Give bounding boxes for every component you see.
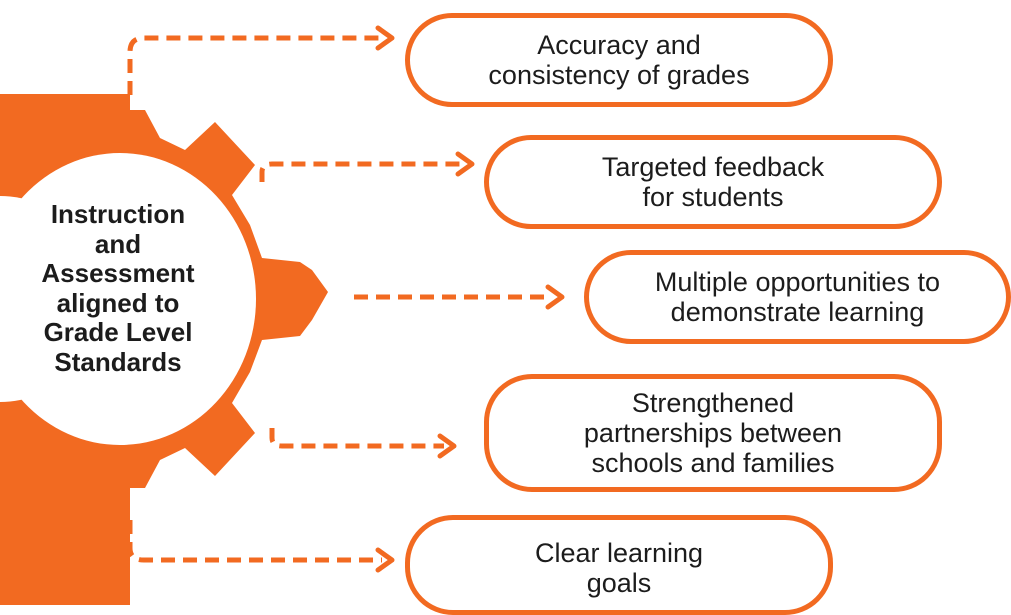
outcome-text: Targeted feedback xyxy=(601,152,825,182)
connector-1 xyxy=(127,35,382,95)
outcome-text: partnerships between xyxy=(583,418,843,448)
arrowhead-5 xyxy=(375,547,395,573)
center-label-line: Standards xyxy=(54,346,182,377)
outcome-text: Strengthened xyxy=(631,388,795,418)
center-label: Instruction and Assessment aligned to Gr… xyxy=(0,199,236,377)
gear-hub-disc xyxy=(0,153,256,445)
center-label-line: Instruction xyxy=(50,199,186,229)
outcome-pill-feedback: Targeted feedback for students xyxy=(484,135,942,229)
outcome-text: for students xyxy=(642,182,784,212)
outcome-pill-accuracy: Accuracy and consistency of grades xyxy=(405,13,833,107)
outcome-text: goals xyxy=(586,568,652,598)
arrowhead-1 xyxy=(375,25,395,51)
arrowhead-4 xyxy=(437,433,457,459)
outcome-text: Clear learning xyxy=(534,538,704,568)
outcome-text: Multiple opportunities to xyxy=(654,267,941,297)
outcome-text: schools and families xyxy=(591,448,835,478)
connector-4 xyxy=(269,428,444,449)
arrowhead-3 xyxy=(545,284,565,310)
arrowhead-2 xyxy=(455,151,475,177)
center-label-line: and xyxy=(94,228,142,259)
connector-5 xyxy=(127,520,382,563)
outcome-pill-opportunities: Multiple opportunities to demonstrate le… xyxy=(584,250,1011,344)
outcome-text: demonstrate learning xyxy=(670,297,925,327)
center-label-line: aligned to xyxy=(56,287,180,318)
outcome-text: consistency of grades xyxy=(488,60,750,90)
outcome-pill-partnerships: Strengthened partnerships between school… xyxy=(484,374,942,492)
connector-2 xyxy=(259,161,462,182)
center-label-line: Grade Level xyxy=(43,317,193,347)
center-label-line: Assessment xyxy=(41,258,195,288)
outcome-text: Accuracy and xyxy=(537,30,701,60)
outcome-pill-goals: Clear learning goals xyxy=(405,515,833,615)
